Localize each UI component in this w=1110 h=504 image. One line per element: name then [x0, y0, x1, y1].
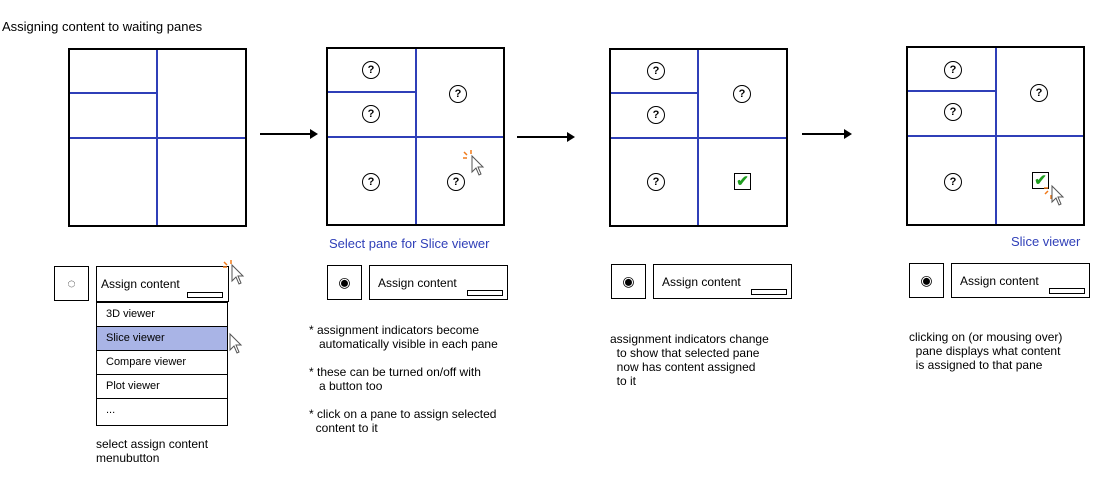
- caption-step-2c: * click on a pane to assign selected con…: [309, 407, 497, 435]
- assign-content-menubutton-1[interactable]: Assign content: [96, 266, 229, 302]
- pane-indicator-top-left-2[interactable]: ?: [362, 105, 380, 123]
- panel2-label: Select pane for Slice viewer: [329, 236, 490, 251]
- pane-indicator-top-left-1[interactable]: ?: [944, 61, 962, 79]
- menubutton-dropdown-bar: [1049, 288, 1085, 294]
- eye-icon: ◉: [622, 273, 635, 289]
- pane-layout-2: ? ? ? ? ?: [326, 47, 505, 226]
- pane-indicator-bottom-left[interactable]: ?: [362, 173, 380, 191]
- pane-indicator-top-left-1[interactable]: ?: [362, 61, 380, 79]
- menu-item-compare-viewer[interactable]: Compare viewer: [97, 351, 227, 375]
- pane-indicator-top-right[interactable]: ?: [733, 85, 751, 103]
- panel4-label: Slice viewer: [1011, 234, 1081, 249]
- menubutton-label: Assign content: [662, 275, 741, 289]
- caption-step-2b: * these can be turned on/off with a butt…: [309, 365, 481, 393]
- menubutton-dropdown-bar: [751, 289, 787, 295]
- pane-layout-1: [68, 48, 247, 227]
- indicator-toggle-button-2[interactable]: ◉: [327, 265, 362, 300]
- assigned-check-icon[interactable]: ✔: [1032, 172, 1049, 189]
- menu-item-3d-viewer[interactable]: 3D viewer: [97, 303, 227, 327]
- menu-item-plot-viewer[interactable]: Plot viewer: [97, 375, 227, 399]
- menubutton-label: Assign content: [960, 274, 1039, 288]
- menubutton-dropdown-bar: [187, 292, 223, 298]
- menu-item-slice-viewer[interactable]: Slice viewer: [97, 327, 227, 351]
- caption-step-3: assignment indicators change to show tha…: [610, 332, 769, 388]
- pane-indicator-top-left-2[interactable]: ?: [944, 103, 962, 121]
- arrow-3: [802, 129, 852, 139]
- assign-content-menubutton-3[interactable]: Assign content: [653, 264, 792, 299]
- diagram-title: Assigning content to waiting panes: [2, 19, 203, 34]
- caption-step-2a: * assignment indicators become automatic…: [309, 323, 498, 351]
- cursor-click-icon: [1044, 184, 1065, 206]
- pane-indicator-top-right[interactable]: ?: [1030, 84, 1048, 102]
- pane-indicator-bottom-left[interactable]: ?: [944, 173, 962, 191]
- pane-indicator-top-left-2[interactable]: ?: [647, 106, 665, 124]
- menubutton-label: Assign content: [378, 276, 457, 290]
- cursor-click-icon: [463, 150, 485, 176]
- cursor-icon: [229, 332, 243, 354]
- pane-layout-3: ? ? ? ? ✔: [609, 48, 788, 227]
- arrow-2: [517, 132, 575, 142]
- indicator-toggle-button-1[interactable]: ◌: [54, 266, 89, 301]
- assign-content-menu: 3D viewer Slice viewer Compare viewer Pl…: [96, 302, 228, 426]
- menu-item-more[interactable]: ...: [106, 404, 116, 416]
- arrow-1: [260, 129, 318, 139]
- assign-content-menubutton-4[interactable]: Assign content: [951, 263, 1090, 298]
- indicator-toggle-button-4[interactable]: ◉: [909, 263, 944, 298]
- caption-step-1: select assign content menubutton: [96, 437, 209, 465]
- menubutton-dropdown-bar: [467, 290, 503, 296]
- pane-indicator-bottom-right[interactable]: ?: [447, 173, 465, 191]
- assign-content-menubutton-2[interactable]: Assign content: [369, 265, 508, 300]
- cursor-click-icon: [223, 260, 245, 285]
- menubutton-label: Assign content: [101, 277, 180, 291]
- pane-indicator-top-left-1[interactable]: ?: [647, 62, 665, 80]
- eye-closed-icon: ◌: [67, 275, 76, 291]
- pane-indicator-bottom-left[interactable]: ?: [647, 173, 665, 191]
- indicator-toggle-button-3[interactable]: ◉: [611, 264, 646, 299]
- eye-icon: ◉: [920, 272, 933, 288]
- pane-indicator-top-right[interactable]: ?: [449, 85, 467, 103]
- assigned-check-icon[interactable]: ✔: [734, 173, 751, 190]
- eye-icon: ◉: [338, 274, 351, 290]
- caption-step-4: clicking on (or mousing over) pane displ…: [909, 330, 1063, 372]
